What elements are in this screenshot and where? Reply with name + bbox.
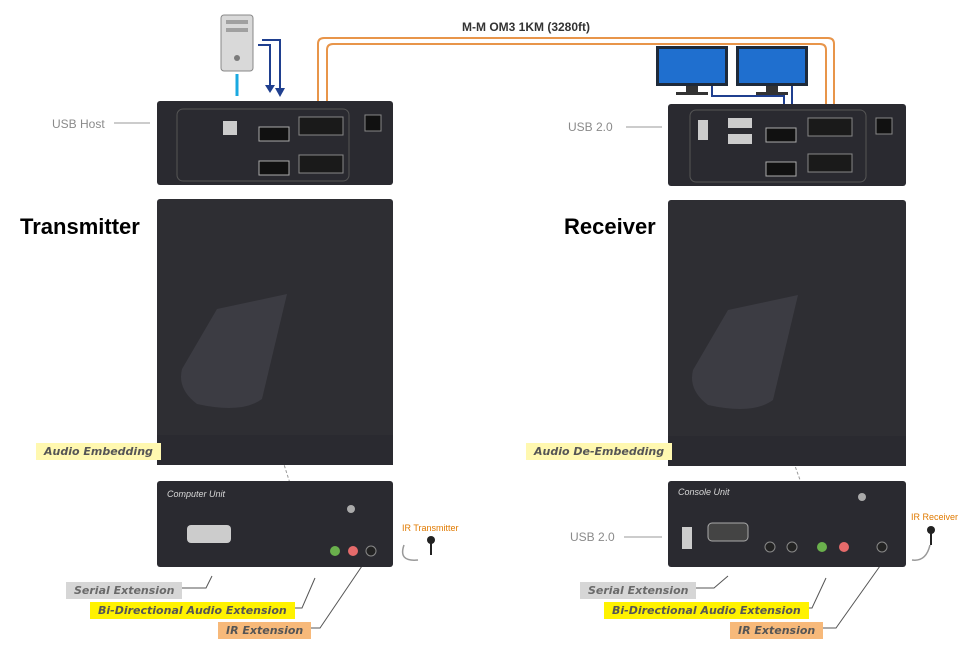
audio-de-embedding-tag: Audio De-Embedding: [526, 443, 673, 460]
usb-bottom-label: USB 2.0: [570, 530, 615, 544]
receiver-title: Receiver: [564, 214, 656, 239]
ir-receiver-icon: [927, 526, 935, 545]
ir-transmitter-label: IR Transmitter: [402, 523, 459, 533]
signal-arrow-2: [262, 39, 281, 92]
rear-panel-ports: [176, 108, 382, 182]
computer-icon: [220, 14, 254, 72]
ir-extension-tag: IR Extension: [218, 622, 312, 639]
usb-host-label: USB Host: [52, 117, 105, 131]
transmitter-rear-panel: [157, 101, 393, 185]
signal-arrow-1: [258, 44, 271, 88]
receiver-rear-panel: [668, 104, 906, 186]
transmitter-title: Transmitter: [20, 214, 140, 239]
audio-embedding-tag: Audio Embedding: [36, 443, 161, 460]
ir-transmitter-icon: [427, 536, 435, 555]
transmitter-front-panel: Computer Unit: [157, 481, 393, 567]
logo-shape: [668, 295, 906, 466]
console-unit-label: Console Unit: [678, 487, 730, 497]
rear-panel-ports: [689, 109, 893, 183]
computer-unit-label: Computer Unit: [167, 489, 226, 499]
usb-top-label: USB 2.0: [568, 120, 613, 134]
front-panel-ports: [682, 493, 888, 553]
receiver-body: [668, 200, 906, 466]
monitor-icon: [736, 46, 808, 95]
fiber-cable-1: [317, 37, 835, 150]
receiver-front-panel: Console Unit: [668, 481, 906, 567]
fiber-cable-2: [326, 43, 827, 150]
cable-label: M-M OM3 1KM (3280ft): [462, 20, 591, 34]
logo-shape: [157, 294, 393, 465]
serial-extension-tag: Serial Extension: [66, 582, 183, 599]
bidirectional-audio-tag: Bi-Directional Audio Extension: [604, 602, 809, 619]
transmitter-body: [157, 199, 393, 465]
ir-extension-tag: IR Extension: [730, 622, 824, 639]
ir-receiver-label: IR Receiver: [911, 512, 959, 522]
monitor-icon: [656, 46, 728, 95]
front-panel-ports: [187, 505, 377, 557]
serial-extension-tag: Serial Extension: [580, 582, 697, 599]
bidirectional-audio-tag: Bi-Directional Audio Extension: [90, 602, 295, 619]
